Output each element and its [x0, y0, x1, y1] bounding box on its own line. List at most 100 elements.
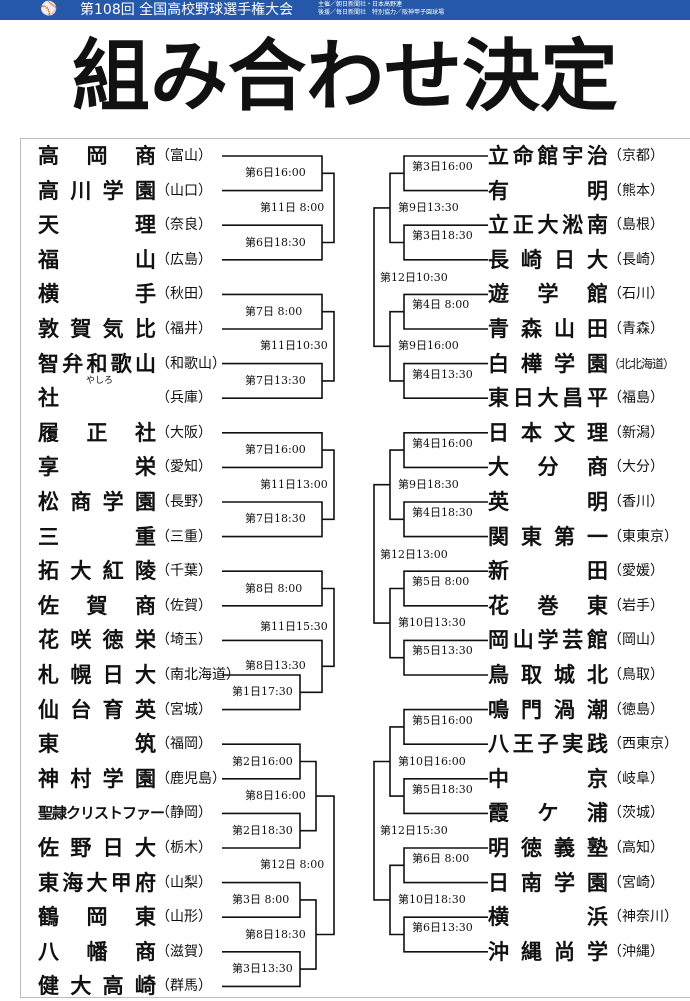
- team-name: 履正社: [38, 418, 156, 448]
- school-char: 立: [488, 144, 509, 168]
- school-char: 青: [488, 317, 509, 341]
- school-char: 八: [38, 939, 59, 964]
- team-prefecture: （千葉）: [156, 563, 212, 580]
- game-time: 第3日16:00: [410, 160, 475, 174]
- game-time: 第4日18:30: [410, 506, 475, 520]
- school-char: 神: [38, 766, 59, 791]
- team-prefecture: （兵庫）: [156, 390, 212, 407]
- organizers: 主催／朝日新聞社・日本高野連 後援／毎日新聞社 特別協力／阪神甲子園球場: [318, 1, 444, 17]
- school-char: 門: [521, 697, 542, 722]
- furigana: やしろ: [86, 376, 114, 387]
- school-char: 岡: [86, 905, 108, 930]
- school-char: 仙: [38, 697, 59, 722]
- team-name: 日本文理: [488, 418, 608, 448]
- school-char: 田: [587, 559, 608, 584]
- school-char: 福: [38, 247, 59, 272]
- game-time: 第9日13:30: [396, 200, 461, 215]
- team-name: 敦賀気比: [38, 314, 156, 344]
- school-char: 大: [488, 455, 509, 480]
- team-prefecture: （熊本）: [608, 182, 664, 199]
- team-prefecture: （東東京）: [608, 528, 678, 545]
- school-char: 社: [135, 420, 156, 445]
- school-char: 崎: [521, 247, 542, 272]
- team-name: 高川学園: [38, 176, 156, 206]
- game-time: 第5日 8:00: [410, 575, 472, 590]
- school-char: 歌: [110, 351, 132, 376]
- school-char: 園: [134, 178, 156, 203]
- team-prefecture: （埼玉）: [156, 632, 212, 649]
- school-char: 京: [587, 766, 608, 791]
- school-char: 館: [587, 282, 608, 307]
- school-char: 一: [587, 524, 608, 549]
- school-char: 東: [38, 732, 59, 757]
- school-char: 尚: [554, 939, 575, 964]
- team-prefecture: （山形）: [156, 909, 212, 926]
- school-char: 三: [38, 524, 59, 549]
- school-char: 園: [587, 870, 608, 895]
- school-char: 花: [38, 628, 59, 653]
- team-name: 遊学館: [488, 279, 608, 309]
- school-char: 森: [521, 317, 542, 341]
- school-char: 八: [488, 732, 509, 757]
- game-time: 第2日18:30: [230, 823, 295, 838]
- school-char: 鳴: [488, 697, 509, 722]
- team-prefecture: （徳島）: [608, 701, 664, 718]
- team-prefecture: （三重）: [156, 528, 212, 545]
- school-char: 英: [488, 490, 509, 514]
- team-prefecture: （広島）: [156, 251, 212, 268]
- game-time: 第11日 8:00: [258, 200, 327, 215]
- school-char: 取: [521, 663, 542, 687]
- school-char: 岡: [488, 628, 509, 653]
- team-name: 霞ケ浦: [488, 798, 608, 828]
- game-time: 第10日13:30: [396, 616, 468, 631]
- team-name: 明徳義塾: [488, 833, 608, 863]
- game-time: 第11日15:30: [258, 620, 330, 635]
- school-char: 川: [70, 178, 92, 203]
- school-char: 鶴: [38, 905, 59, 930]
- school-char: 南: [521, 870, 542, 895]
- school-char: 弁: [62, 351, 84, 376]
- school-char: 佐: [38, 836, 59, 860]
- team-name: 英明: [488, 487, 608, 517]
- team-prefecture: （奈良）: [156, 217, 212, 234]
- team-name: 東海大甲府: [38, 868, 156, 898]
- school-char: 高: [102, 974, 124, 999]
- school-char: 幌: [70, 663, 92, 687]
- school-char: 享: [38, 455, 59, 480]
- school-char: 明: [587, 178, 608, 203]
- school-char: 敦: [38, 317, 59, 341]
- school-char: 日: [554, 247, 575, 272]
- bracket-frame: [20, 138, 690, 998]
- baseball-logo-icon: ⚾: [40, 1, 58, 17]
- team-prefecture: （南北海道）: [156, 667, 240, 683]
- school-char: 正: [86, 420, 108, 445]
- game-time: 第3日13:30: [230, 962, 295, 977]
- school-char: 有: [488, 178, 509, 203]
- school-char: 渦: [554, 697, 575, 722]
- school-char: 城: [554, 663, 575, 687]
- school-char: 学: [102, 490, 124, 514]
- school-char: 東: [135, 905, 156, 930]
- school-char: 佐: [38, 593, 59, 618]
- third-round-bracket: [373, 760, 390, 901]
- school-char: 台: [70, 697, 92, 722]
- school-char: 横: [488, 905, 509, 930]
- school-char: 日: [102, 836, 124, 860]
- team-prefecture: （和歌山）: [156, 355, 226, 372]
- team-name: 智弁和歌山: [38, 349, 156, 379]
- school-char: 田: [587, 317, 608, 341]
- school-char: 義: [554, 836, 575, 860]
- school-char: 学: [102, 178, 124, 203]
- school-char: 商: [135, 939, 156, 964]
- team-prefecture: （新潟）: [608, 424, 664, 441]
- team-name: 高岡商: [38, 141, 156, 171]
- school-char: 王: [512, 732, 534, 757]
- school-char: 霞: [488, 801, 509, 826]
- school-char: 健: [38, 974, 59, 999]
- school-char: 賀: [86, 593, 108, 618]
- team-name: 新田: [488, 556, 608, 586]
- school-char: 館: [587, 628, 608, 653]
- school-char: 大: [537, 213, 559, 238]
- team-name: 沖縄尚学: [488, 937, 608, 967]
